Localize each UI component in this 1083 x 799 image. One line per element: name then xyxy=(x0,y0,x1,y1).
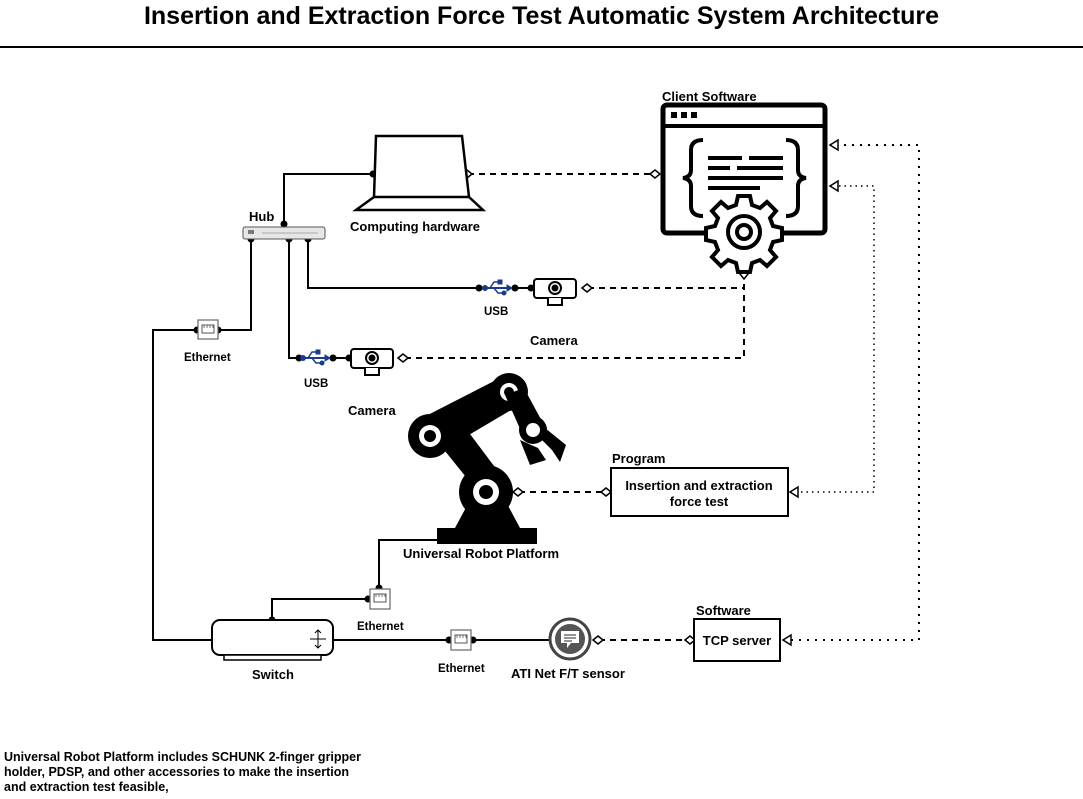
usb-1-label: USB xyxy=(484,306,508,318)
program-label: Program xyxy=(612,451,665,466)
client-software-label: Client Software xyxy=(662,89,757,104)
robot-arm-icon xyxy=(408,373,566,544)
ethernet-sensor-label: Ethernet xyxy=(438,663,485,675)
usb-2-label: USB xyxy=(304,378,328,390)
camera-1-label: Camera xyxy=(530,333,578,348)
page-title: Insertion and Extraction Force Test Auto… xyxy=(143,2,940,30)
switch-label: Switch xyxy=(252,667,294,682)
ethernet-hub-label: Ethernet xyxy=(184,352,231,364)
connector-hub-usb2 xyxy=(288,239,299,359)
connector-ethernet-switch-2 xyxy=(271,598,368,620)
camera-2-label: Camera xyxy=(348,403,396,418)
ethernet-port-icon xyxy=(197,319,219,340)
tcp-server-label: TCP server xyxy=(703,633,771,648)
ethernet-port-icon xyxy=(450,629,472,651)
connectors xyxy=(152,144,920,641)
laptop-icon xyxy=(352,134,487,212)
connector-hub-ethernet xyxy=(218,239,252,331)
ethernet-robot-label: Ethernet xyxy=(357,621,404,633)
hub-icon xyxy=(242,226,326,240)
ethernet-port-icon xyxy=(369,588,391,610)
gear-icon xyxy=(704,194,784,274)
usb-icon xyxy=(482,279,513,296)
connector-camera1-client xyxy=(588,272,745,289)
camera-icon xyxy=(350,348,394,376)
footnote: Universal Robot Platform includes SCHUNK… xyxy=(4,750,361,794)
connector-ethernet-switch xyxy=(152,329,213,641)
software-label: Software xyxy=(696,603,751,618)
connector-hub-usb1 xyxy=(307,239,479,289)
hub-label: Hub xyxy=(249,209,274,224)
sensor-icon xyxy=(548,617,592,661)
connector-program-client xyxy=(790,185,875,493)
program-box-line1: Insertion and extraction xyxy=(625,478,772,493)
connector-robot-ethernet xyxy=(378,539,437,588)
connector-camera2-client xyxy=(405,288,745,359)
switch-icon xyxy=(211,619,334,661)
program-box-line2: force test xyxy=(670,494,729,509)
title-divider xyxy=(0,46,1083,48)
program-box: Insertion and extraction force test xyxy=(610,467,789,517)
robot-label: Universal Robot Platform xyxy=(403,546,559,561)
usb-icon xyxy=(300,349,331,366)
sensor-label: ATI Net F/T sensor xyxy=(511,666,625,681)
camera-icon xyxy=(533,278,577,306)
computing-hardware-label: Computing hardware xyxy=(350,219,480,234)
tcp-server-box: TCP server xyxy=(693,618,781,662)
connector-laptop-hub xyxy=(283,173,373,227)
